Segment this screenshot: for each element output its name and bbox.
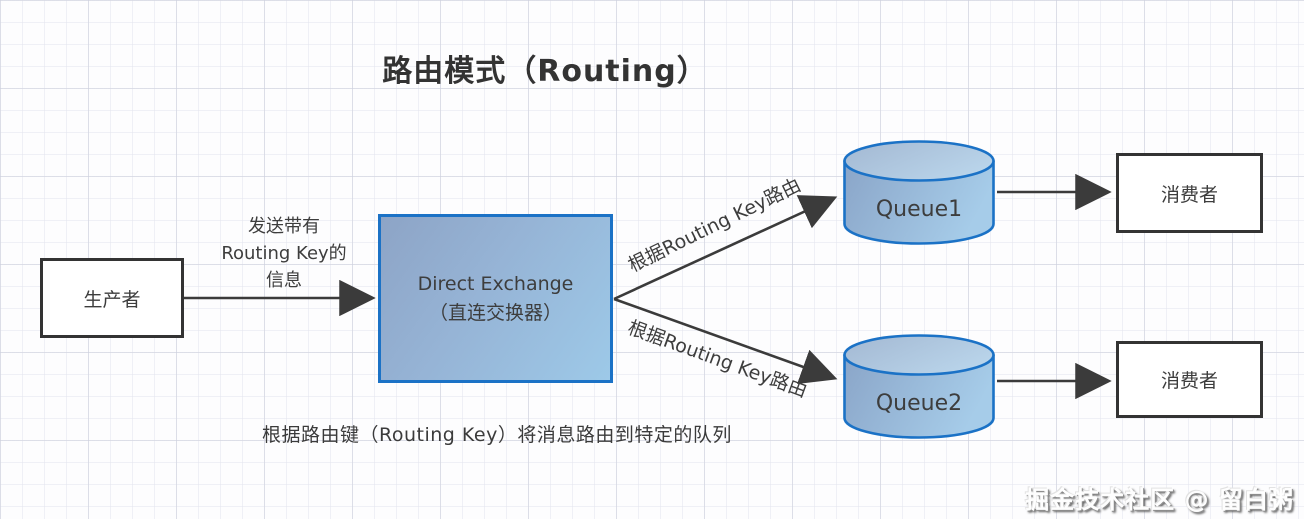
- diagram-title: 路由模式（Routing）: [382, 54, 708, 89]
- queue2-label: Queue2: [875, 390, 963, 416]
- node-queue1: Queue1: [843, 140, 995, 245]
- watermark: 掘金技术社区 @ 留白粥: [1025, 486, 1294, 514]
- node-exchange: Direct Exchange（直连交换器）: [378, 214, 613, 383]
- diagram-caption: 根据路由键（Routing Key）将消息路由到特定的队列: [262, 424, 732, 446]
- consumer1-label: 消费者: [1160, 183, 1218, 206]
- consumer2-label: 消费者: [1160, 370, 1218, 392]
- exchange-label: Direct Exchange（直连交换器）: [417, 273, 574, 324]
- node-queue2: Queue2: [843, 334, 995, 439]
- node-producer: 生产者: [40, 258, 184, 338]
- producer-label: 生产者: [83, 288, 141, 311]
- node-consumer2: 消费者: [1116, 341, 1263, 418]
- edge-label-send: 发送带有 Routing Key的 信息: [221, 216, 347, 291]
- cylinder-icon: [843, 334, 995, 439]
- cylinder-icon: [843, 140, 995, 245]
- edge-label-route-bottom: 根据Routing Key路由: [624, 316, 811, 403]
- queue1-label: Queue1: [875, 196, 963, 222]
- node-consumer1: 消费者: [1116, 153, 1263, 233]
- edge-label-route-top: 根据Routing Key路由: [624, 173, 805, 277]
